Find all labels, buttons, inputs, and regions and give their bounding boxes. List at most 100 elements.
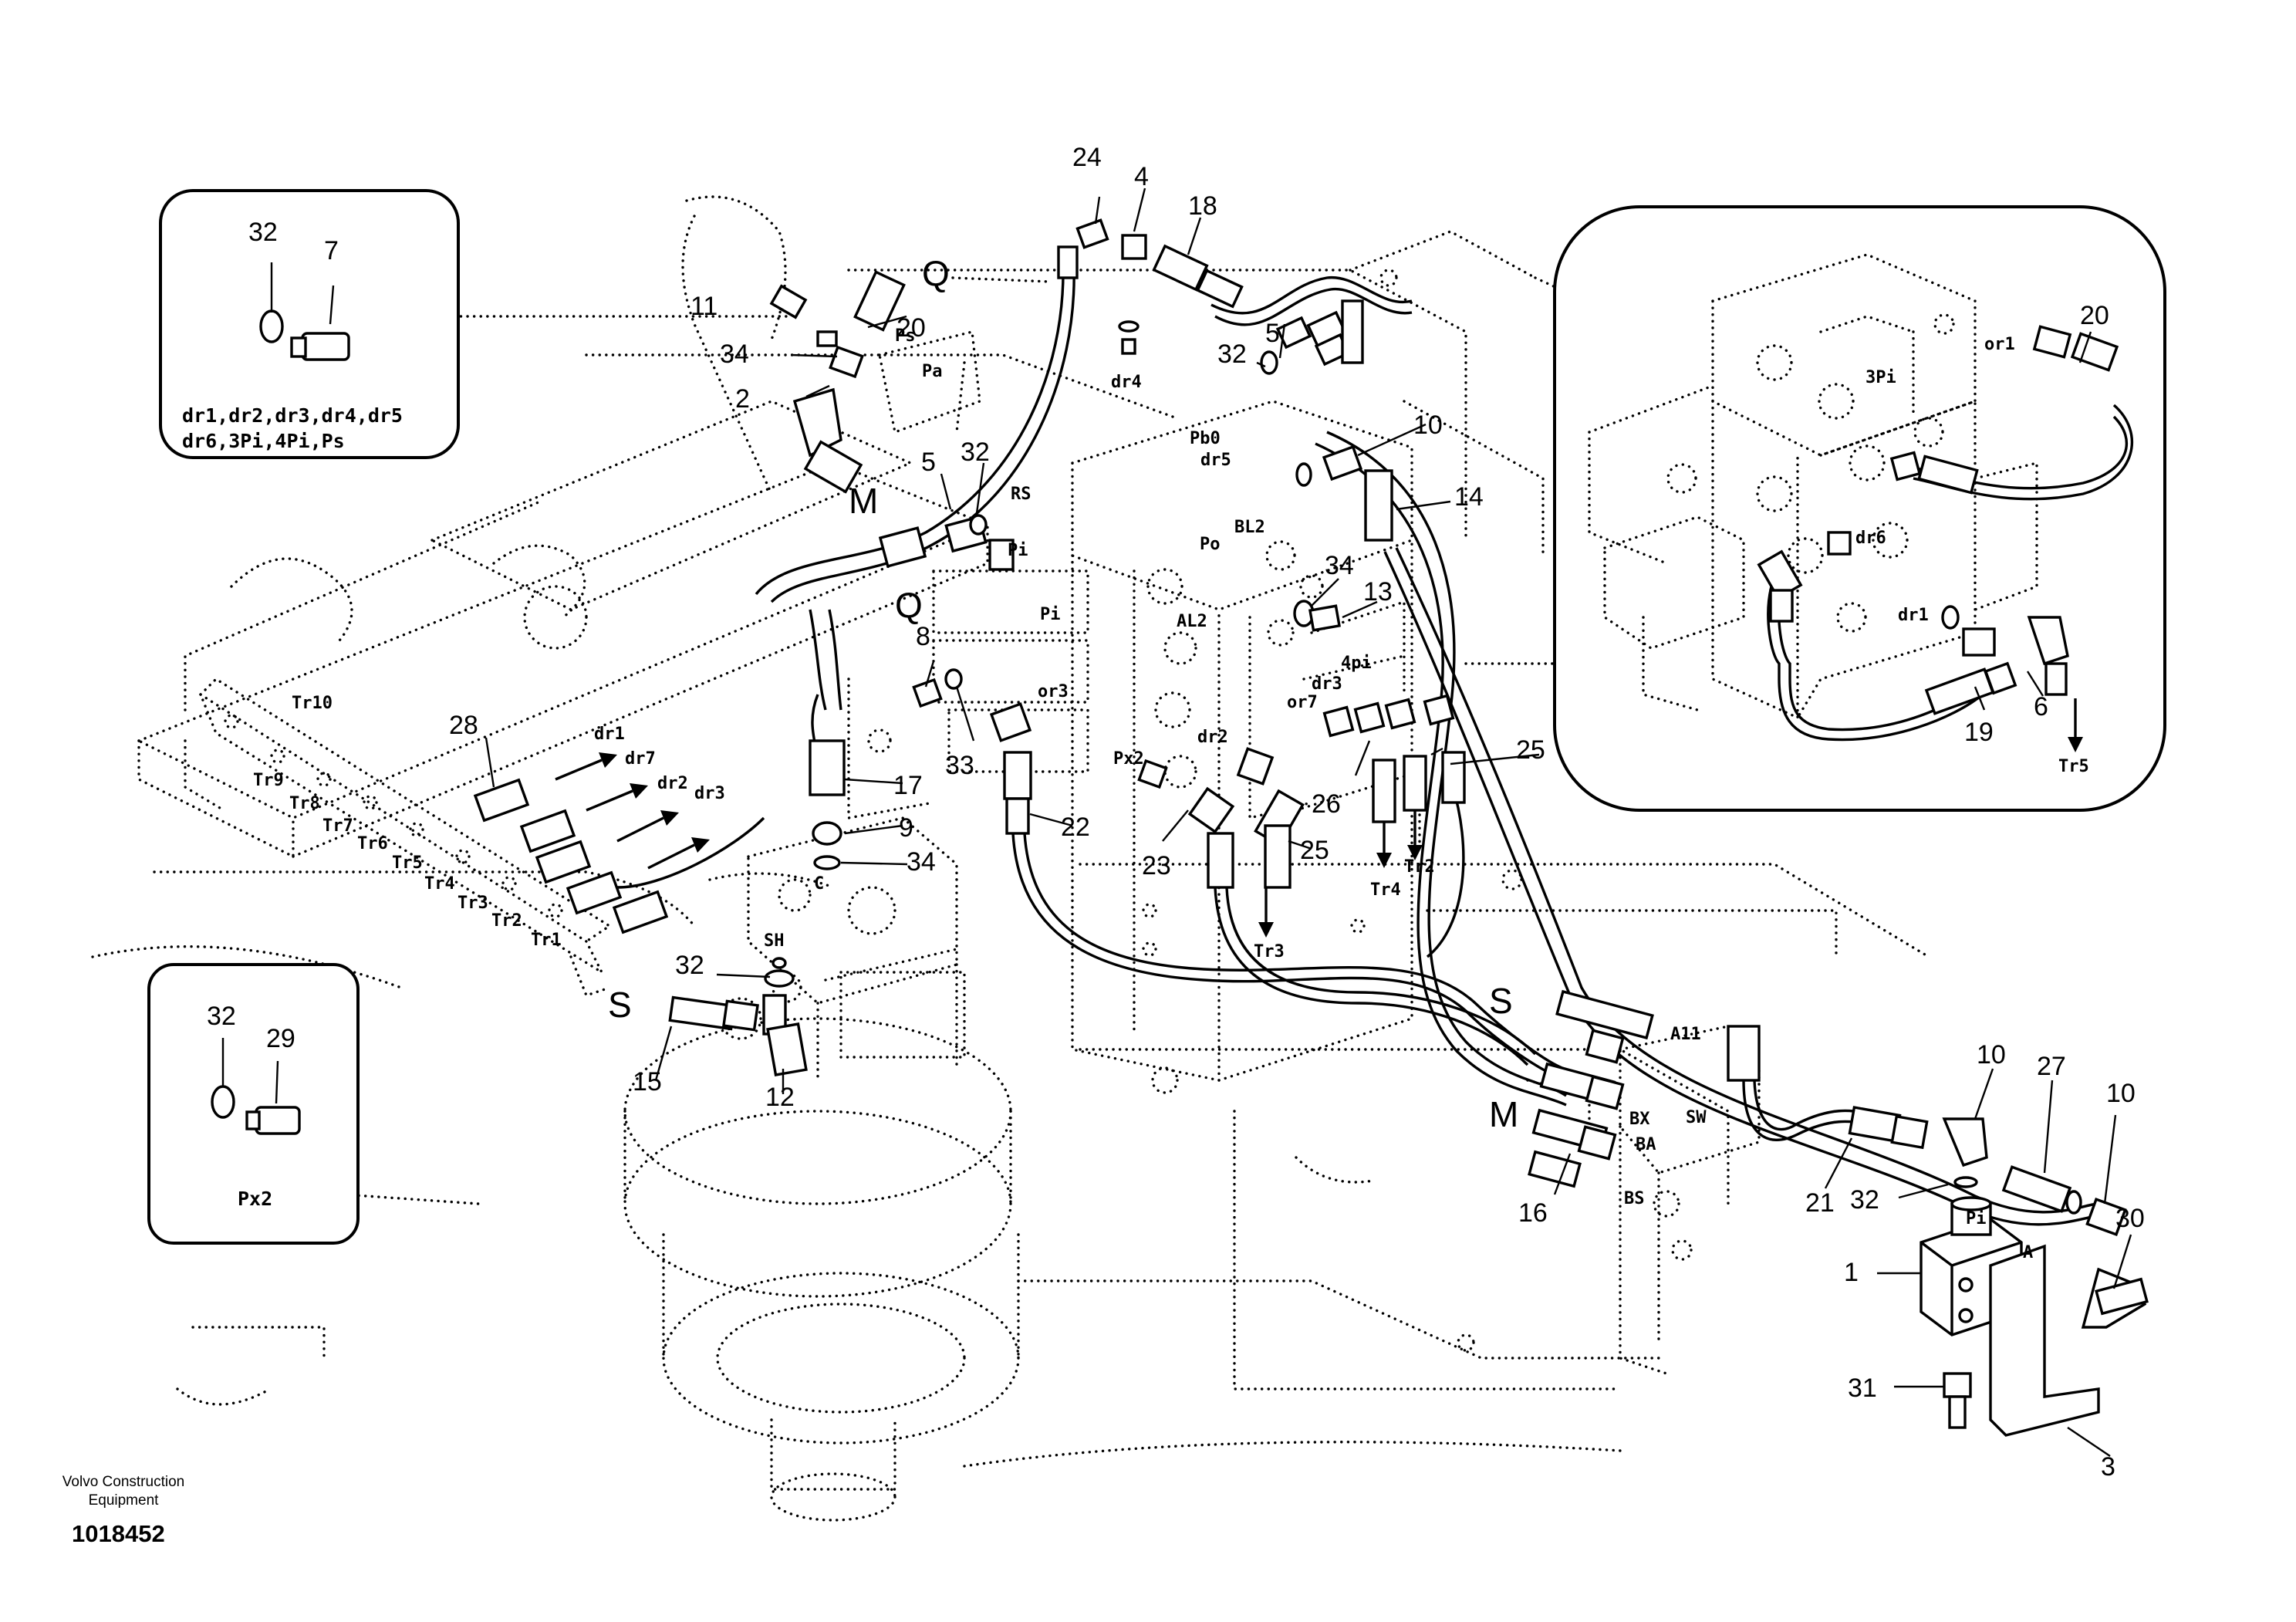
drain-label: dr2: [657, 774, 688, 793]
port-label: BA: [1636, 1135, 1656, 1154]
travel-port-label: Tr10: [292, 694, 333, 713]
port-label: Px2: [1113, 749, 1144, 769]
callout-2: 2: [735, 384, 750, 414]
flow-label: Tr5: [2058, 757, 2089, 776]
flow-label: Tr3: [1254, 942, 1285, 961]
port-label: dr3: [1312, 674, 1342, 694]
fittings: [473, 218, 2149, 1437]
callout-12: 12: [765, 1083, 795, 1112]
callout-30: 30: [2115, 1204, 2145, 1233]
port-label: BS: [1624, 1189, 1645, 1208]
callout-3: 3: [2101, 1452, 2115, 1482]
drain-labels: dr1 dr7 dr2 dr3: [594, 725, 725, 803]
callout-5: 5: [1265, 319, 1280, 348]
callout-25: 25: [1300, 836, 1329, 865]
port-label: or3: [1038, 682, 1069, 701]
travel-port-manifold: [184, 677, 613, 998]
callout-28: 28: [449, 711, 478, 740]
callout-22: 22: [1061, 813, 1090, 842]
connection-letter-m: M: [1489, 1094, 1518, 1134]
callout-23: 23: [1142, 851, 1171, 880]
travel-port-label: Tr1: [531, 931, 562, 950]
port-labels: Ps Pa dr4 RS Pb0 dr5 Po BL2 Pi Pi AL2 or…: [764, 326, 2033, 1262]
port-label: dr2: [1197, 728, 1228, 747]
callout-10: 10: [2106, 1079, 2136, 1108]
port-label: BX: [1629, 1110, 1650, 1129]
travel-port-label: Tr4: [424, 874, 455, 894]
port-label: Po: [1200, 535, 1221, 554]
inset-note-line1: dr1,dr2,dr3,dr4,dr5: [182, 404, 403, 427]
callout-10: 10: [1413, 411, 1443, 440]
connection-letter-q: Q: [922, 253, 950, 293]
callout-14: 14: [1454, 482, 1484, 512]
travel-port-label: Tr8: [289, 794, 320, 813]
callout-18: 18: [1188, 191, 1217, 221]
callout-21: 21: [1805, 1188, 1835, 1218]
callout-32: 32: [961, 438, 990, 467]
port-label: BL2: [1234, 518, 1265, 537]
connection-letter-m: M: [849, 481, 878, 521]
control-valve-outline: [847, 329, 1421, 1083]
brand-line1: Volvo Construction: [62, 1474, 184, 1490]
brand-line2: Equipment: [89, 1492, 160, 1509]
callout-32: 32: [1217, 340, 1247, 369]
callout-5: 5: [921, 448, 936, 477]
callout-34: 34: [720, 340, 749, 369]
callout-26: 26: [1312, 789, 1341, 819]
travel-port-label: Tr2: [491, 911, 522, 931]
callout-34: 34: [907, 847, 936, 877]
inset-callout: 19: [1964, 718, 1994, 747]
inset-note-line2: dr6,3Pi,4Pi,Ps: [182, 430, 345, 452]
port-label: or1: [1984, 335, 2015, 354]
inset-callout: 7: [324, 236, 339, 265]
callout-32: 32: [675, 951, 704, 980]
inset-callout: 32: [248, 218, 278, 247]
callout-1: 1: [1844, 1258, 1859, 1287]
port-label: or7: [1287, 693, 1318, 712]
port-label: 3Pi: [1866, 368, 1896, 387]
port-label: Pi: [1040, 605, 1061, 624]
inset-callout: 29: [266, 1024, 295, 1053]
solenoid-block-outline: [1619, 1025, 1761, 1375]
flow-arrows: [555, 752, 1423, 938]
drain-label: dr7: [625, 749, 656, 769]
travel-port-label: Tr5: [392, 853, 423, 873]
callout-13: 13: [1363, 577, 1393, 607]
connection-letter-s: S: [1489, 981, 1513, 1021]
hoses: [616, 265, 2099, 1226]
document-number: 1018452: [72, 1520, 165, 1547]
port-label: dr1: [1898, 606, 1929, 625]
callout-11: 11: [690, 292, 718, 321]
connection-letter-s: S: [608, 985, 632, 1025]
callout-33: 33: [945, 751, 974, 780]
port-label: Pi: [1008, 541, 1028, 560]
port-label: A: [2023, 1243, 2033, 1262]
travel-port-label: Tr7: [322, 816, 353, 836]
inset-callout: 6: [2034, 692, 2048, 721]
connection-letter-q: Q: [895, 585, 923, 625]
callout-17: 17: [893, 771, 923, 800]
callout-8: 8: [916, 622, 930, 651]
port-label: dr5: [1200, 451, 1231, 470]
port-label: SH: [764, 931, 785, 951]
travel-port-label: Tr6: [357, 834, 388, 853]
callout-31: 31: [1848, 1374, 1877, 1403]
port-label: AL2: [1177, 612, 1207, 631]
inset-callout: 20: [2080, 301, 2109, 330]
callout-4: 4: [1134, 162, 1149, 191]
port-label: 4pi: [1341, 654, 1372, 673]
port-label: C: [814, 874, 824, 894]
travel-port-labels: Tr10 Tr9 Tr8 Tr7 Tr6 Tr5 Tr4 Tr3 Tr2 Tr1: [253, 694, 562, 950]
port-label: dr6: [1855, 529, 1886, 548]
callout-labels: 1 2 3 4 5 5 8 9 10 10 10 11 12 13 14 15 …: [449, 143, 2145, 1482]
port-label: SW: [1686, 1108, 1707, 1127]
travel-port-label: Tr3: [458, 894, 488, 913]
connection-letters: Q M Q S S M: [608, 253, 1518, 1134]
callout-10: 10: [1977, 1040, 2006, 1070]
flow-label: Tr4: [1370, 880, 1401, 900]
callout-20: 20: [896, 313, 926, 343]
port-label: dr4: [1111, 373, 1142, 392]
callout-16: 16: [1518, 1198, 1548, 1228]
callout-24: 24: [1072, 143, 1102, 172]
